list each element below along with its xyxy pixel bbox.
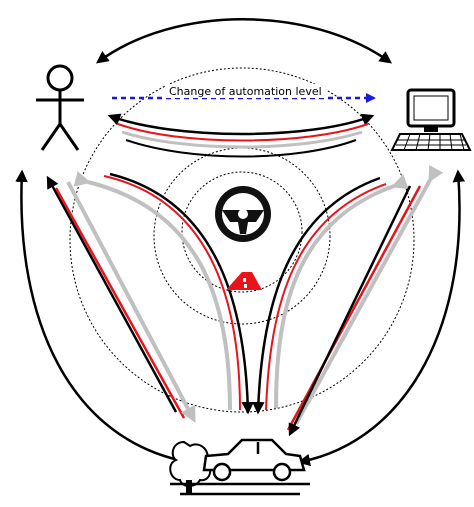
left-inner-band <box>73 171 254 415</box>
outer-arc-group <box>15 18 466 467</box>
right-inner-band <box>252 174 409 415</box>
road-icon <box>226 272 262 290</box>
steering-wheel-icon <box>215 186 271 242</box>
outer-arc-human-automation <box>95 18 393 64</box>
outer-arc-automation-vehicle <box>297 169 466 467</box>
right-straight-arrows <box>286 164 444 437</box>
computer-icon <box>390 88 472 151</box>
left-straight-arrows <box>46 175 196 423</box>
top-band <box>107 113 375 158</box>
automation-change-label: Change of automation level <box>169 85 322 98</box>
car-icon <box>170 438 310 496</box>
annotation-background <box>166 84 326 98</box>
outer-arc-human-vehicle <box>15 169 191 467</box>
human-figure-icon <box>36 64 84 151</box>
